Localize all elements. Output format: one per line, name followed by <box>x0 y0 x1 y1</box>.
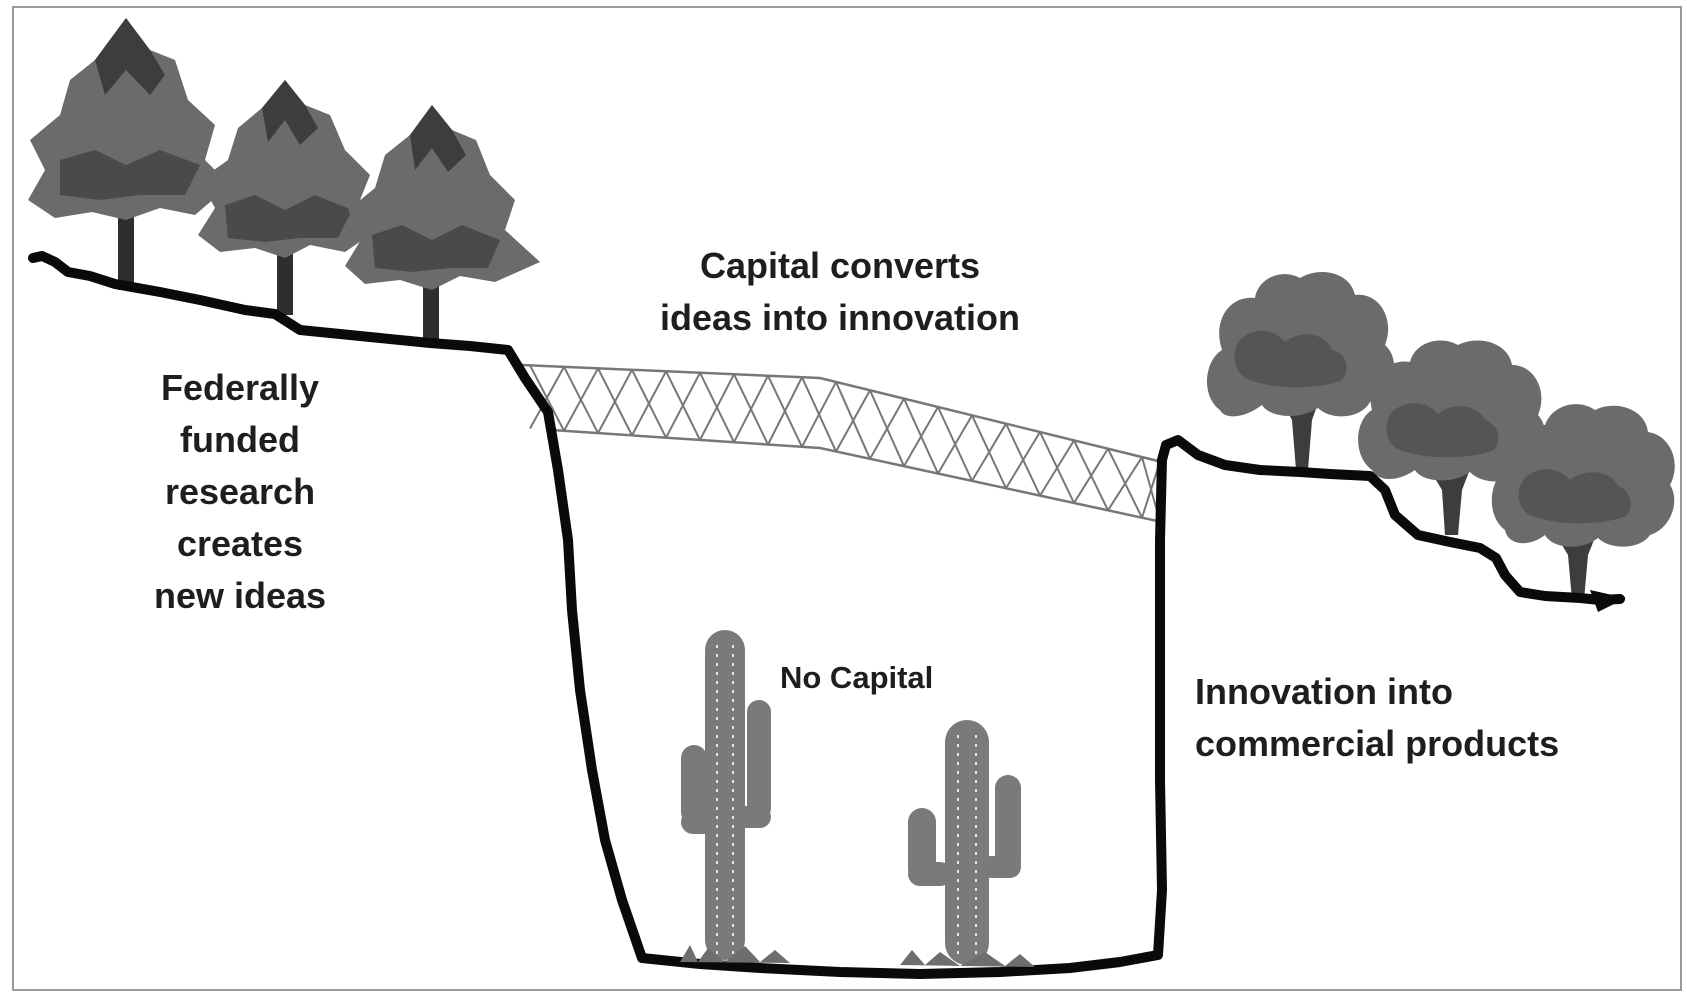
lattice-bridge-icon <box>521 363 1163 524</box>
right-trees <box>1207 271 1675 600</box>
pine-tree-icon <box>198 80 380 315</box>
research-line: Federally <box>160 367 320 408</box>
round-tree-icon <box>1491 404 1675 600</box>
bridge-strut <box>869 398 905 460</box>
bridge-strut <box>665 372 701 439</box>
cactus-icon <box>900 720 1035 967</box>
bridge-strut <box>767 376 803 445</box>
bridge-strut <box>597 369 633 434</box>
ground-line <box>28 251 1625 979</box>
round-tree-icon <box>1207 271 1395 470</box>
pine-tree-icon <box>28 18 230 290</box>
research-line: new ideas <box>153 575 327 616</box>
commercial-line: commercial products <box>1195 723 1560 764</box>
research-label: Federally funded research creates new id… <box>105 362 375 622</box>
bridge-strut <box>971 423 1007 482</box>
bridge-strut <box>1073 448 1109 504</box>
bridge-strut <box>937 414 973 475</box>
cacti <box>680 630 1035 967</box>
commercial-label: Innovation into commercial products <box>1195 666 1559 770</box>
bridge-strut <box>631 370 667 436</box>
capital-line: ideas into innovation <box>659 297 1021 338</box>
bridge-strut <box>733 375 769 443</box>
bridge-strut <box>699 373 735 441</box>
capital-label: Capital converts ideas into innovation <box>580 240 1100 344</box>
cactus-icon <box>680 630 790 963</box>
bridge-strut <box>1005 431 1041 489</box>
bridge-strut <box>835 389 871 452</box>
pine-tree-icon <box>345 105 540 345</box>
bridge-strut <box>1039 439 1075 497</box>
ground-end-arrow <box>1590 590 1626 612</box>
research-line: research <box>164 471 316 512</box>
bridge-strut <box>529 366 565 430</box>
research-line: funded <box>180 419 300 460</box>
left-trees <box>28 18 540 345</box>
research-line: creates <box>176 523 304 564</box>
bridge-strut <box>801 381 837 448</box>
bridge-strut <box>563 367 599 432</box>
commercial-line: Innovation into <box>1195 671 1453 712</box>
no-capital-label: No Capital <box>780 660 934 695</box>
capital-line: Capital converts <box>699 245 981 286</box>
bridge-strut <box>903 406 939 467</box>
bridge-strut <box>1107 456 1143 511</box>
round-tree-icon <box>1358 340 1546 535</box>
